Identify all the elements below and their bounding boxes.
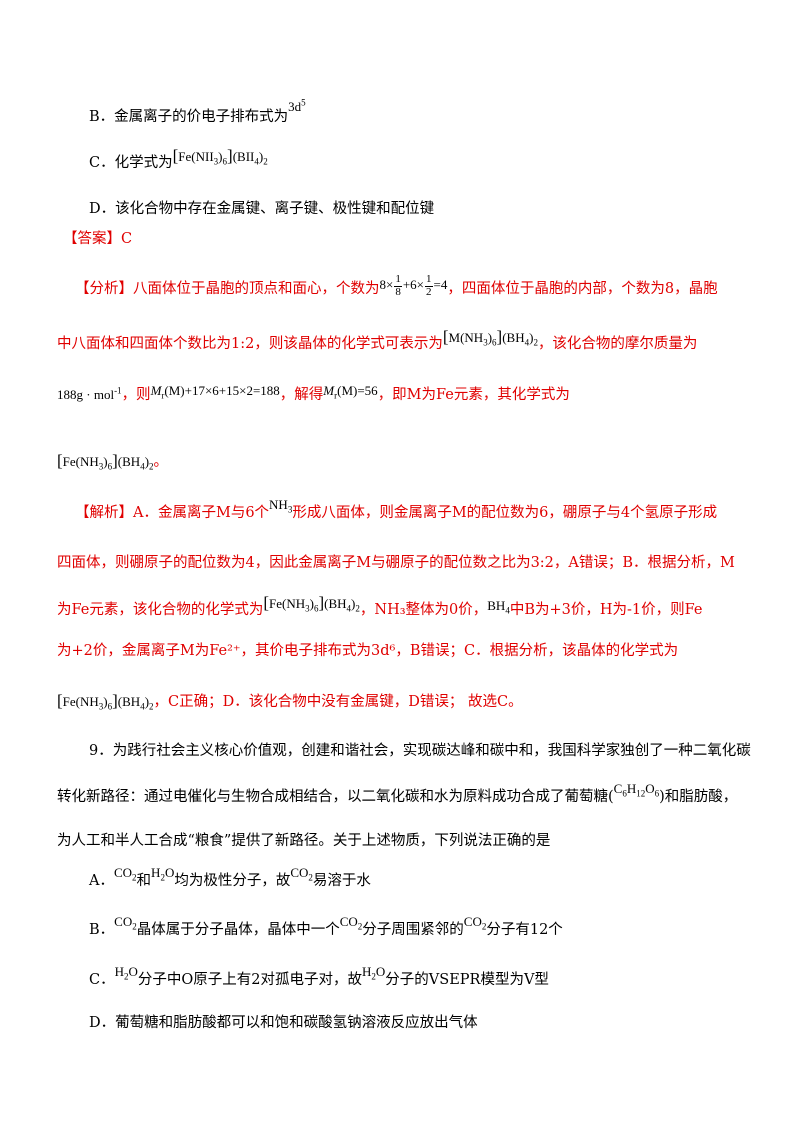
option-d: D．该化合物中存在金属键、离子键、极性键和配位键 [89, 201, 435, 217]
q9-stem-3: 为人工和半人工合成“粮食”提供了新路径。关于上述物质，下列说法正确的是 [57, 833, 551, 849]
q9-stem-2: 转化新路径：通过电催化与生物合成相结合，以二氧化碳和水为原料成功合成了葡萄糖(C… [57, 781, 738, 805]
explain-line-2: 四面体，则硼原子的配位数为4，因此金属离子M与硼原子的配位数之比为3:2，A错误… [57, 555, 735, 571]
mass-equation: Mr(M)+17×6+15×2=188 [150, 383, 280, 401]
co2-formula: CO2 [114, 914, 137, 932]
mass-result: Mr(M)=56 [323, 383, 378, 401]
molar-mass: 188g · mol-1 [57, 385, 122, 402]
explain-line-3: 为Fe元素，该化合物的化学式为[Fe(NH3)6](BH4)2，NH₃整体为0价… [57, 593, 703, 618]
crystal-formula: [Fe(NH3)6](BH4)2 [57, 691, 154, 712]
co2-formula: CO2 [113, 865, 137, 883]
option-b: B．金属离子的价电子排布式为3d5 [89, 97, 306, 125]
analysis-line-2: 中八面体和四面体个数比为1:2，则该晶体的化学式可表示为[M(NH3)6](BH… [57, 327, 698, 352]
h2o-formula: H2O [362, 964, 386, 982]
compound-formula: [Fe(NH3)6](BH4)2 [263, 593, 360, 614]
explain-line-4: 为+2价，金属离子M为Fe²⁺，其价电子排布式为3d⁶，B错误；C．根据分析，该… [57, 643, 679, 659]
analysis-line-3: 188g · mol-1，则Mr(M)+17×6+15×2=188，解得Mr(M… [57, 383, 570, 403]
general-formula: [M(NH3)6](BH4)2 [442, 327, 538, 348]
answer: 【答案】C [63, 231, 133, 247]
final-formula: [Fe(NH3)6](BH4)2 [57, 451, 154, 472]
chemical-formula: [Fe(NII3)6](BII4)2 [172, 146, 268, 167]
co2-formula: CO2 [339, 914, 363, 932]
bh4-formula: BH4 [487, 598, 510, 616]
q9-option-a: A．CO2和H2O均为极性分子，故CO2易溶于水 [89, 865, 371, 889]
nh3-formula: NH3 [269, 497, 293, 515]
co2-formula: CO2 [463, 914, 487, 932]
electron-config: 3d5 [288, 97, 306, 114]
q9-option-d: D．葡萄糖和脂肪酸都可以和饱和碳酸氢钠溶液反应放出气体 [89, 1015, 478, 1031]
explain-line-1: 【解析】A．金属离子M与6个NH3形成八面体，则金属离子M的配位数为6，硼原子与… [75, 497, 718, 521]
h2o-formula: H2O [114, 964, 138, 982]
co2-formula: CO2 [290, 865, 313, 883]
analysis-line-4: [Fe(NH3)6](BH4)2。 [57, 451, 169, 472]
q9-option-c: C．H2O分子中O原子上有2对孤电子对，故H2O分子的VSEPR模型为V型 [89, 964, 549, 988]
glucose-formula: C6H12O6 [613, 781, 660, 799]
option-c: C．化学式为[Fe(NII3)6](BII4)2 [89, 146, 268, 171]
h2o-formula: H2O [151, 865, 175, 883]
explain-line-5: [Fe(NH3)6](BH4)2，C正确；D．该化合物中没有金属键，D错误； 故… [57, 691, 523, 712]
q9-stem-1: 9．为践行社会主义核心价值观，创建和谐社会，实现碳达峰和碳中和，我国科学家独创了… [89, 743, 751, 759]
q9-option-b: B．CO2晶体属于分子晶体，晶体中一个CO2分子周围紧邻的CO2分子有12个 [89, 914, 563, 938]
